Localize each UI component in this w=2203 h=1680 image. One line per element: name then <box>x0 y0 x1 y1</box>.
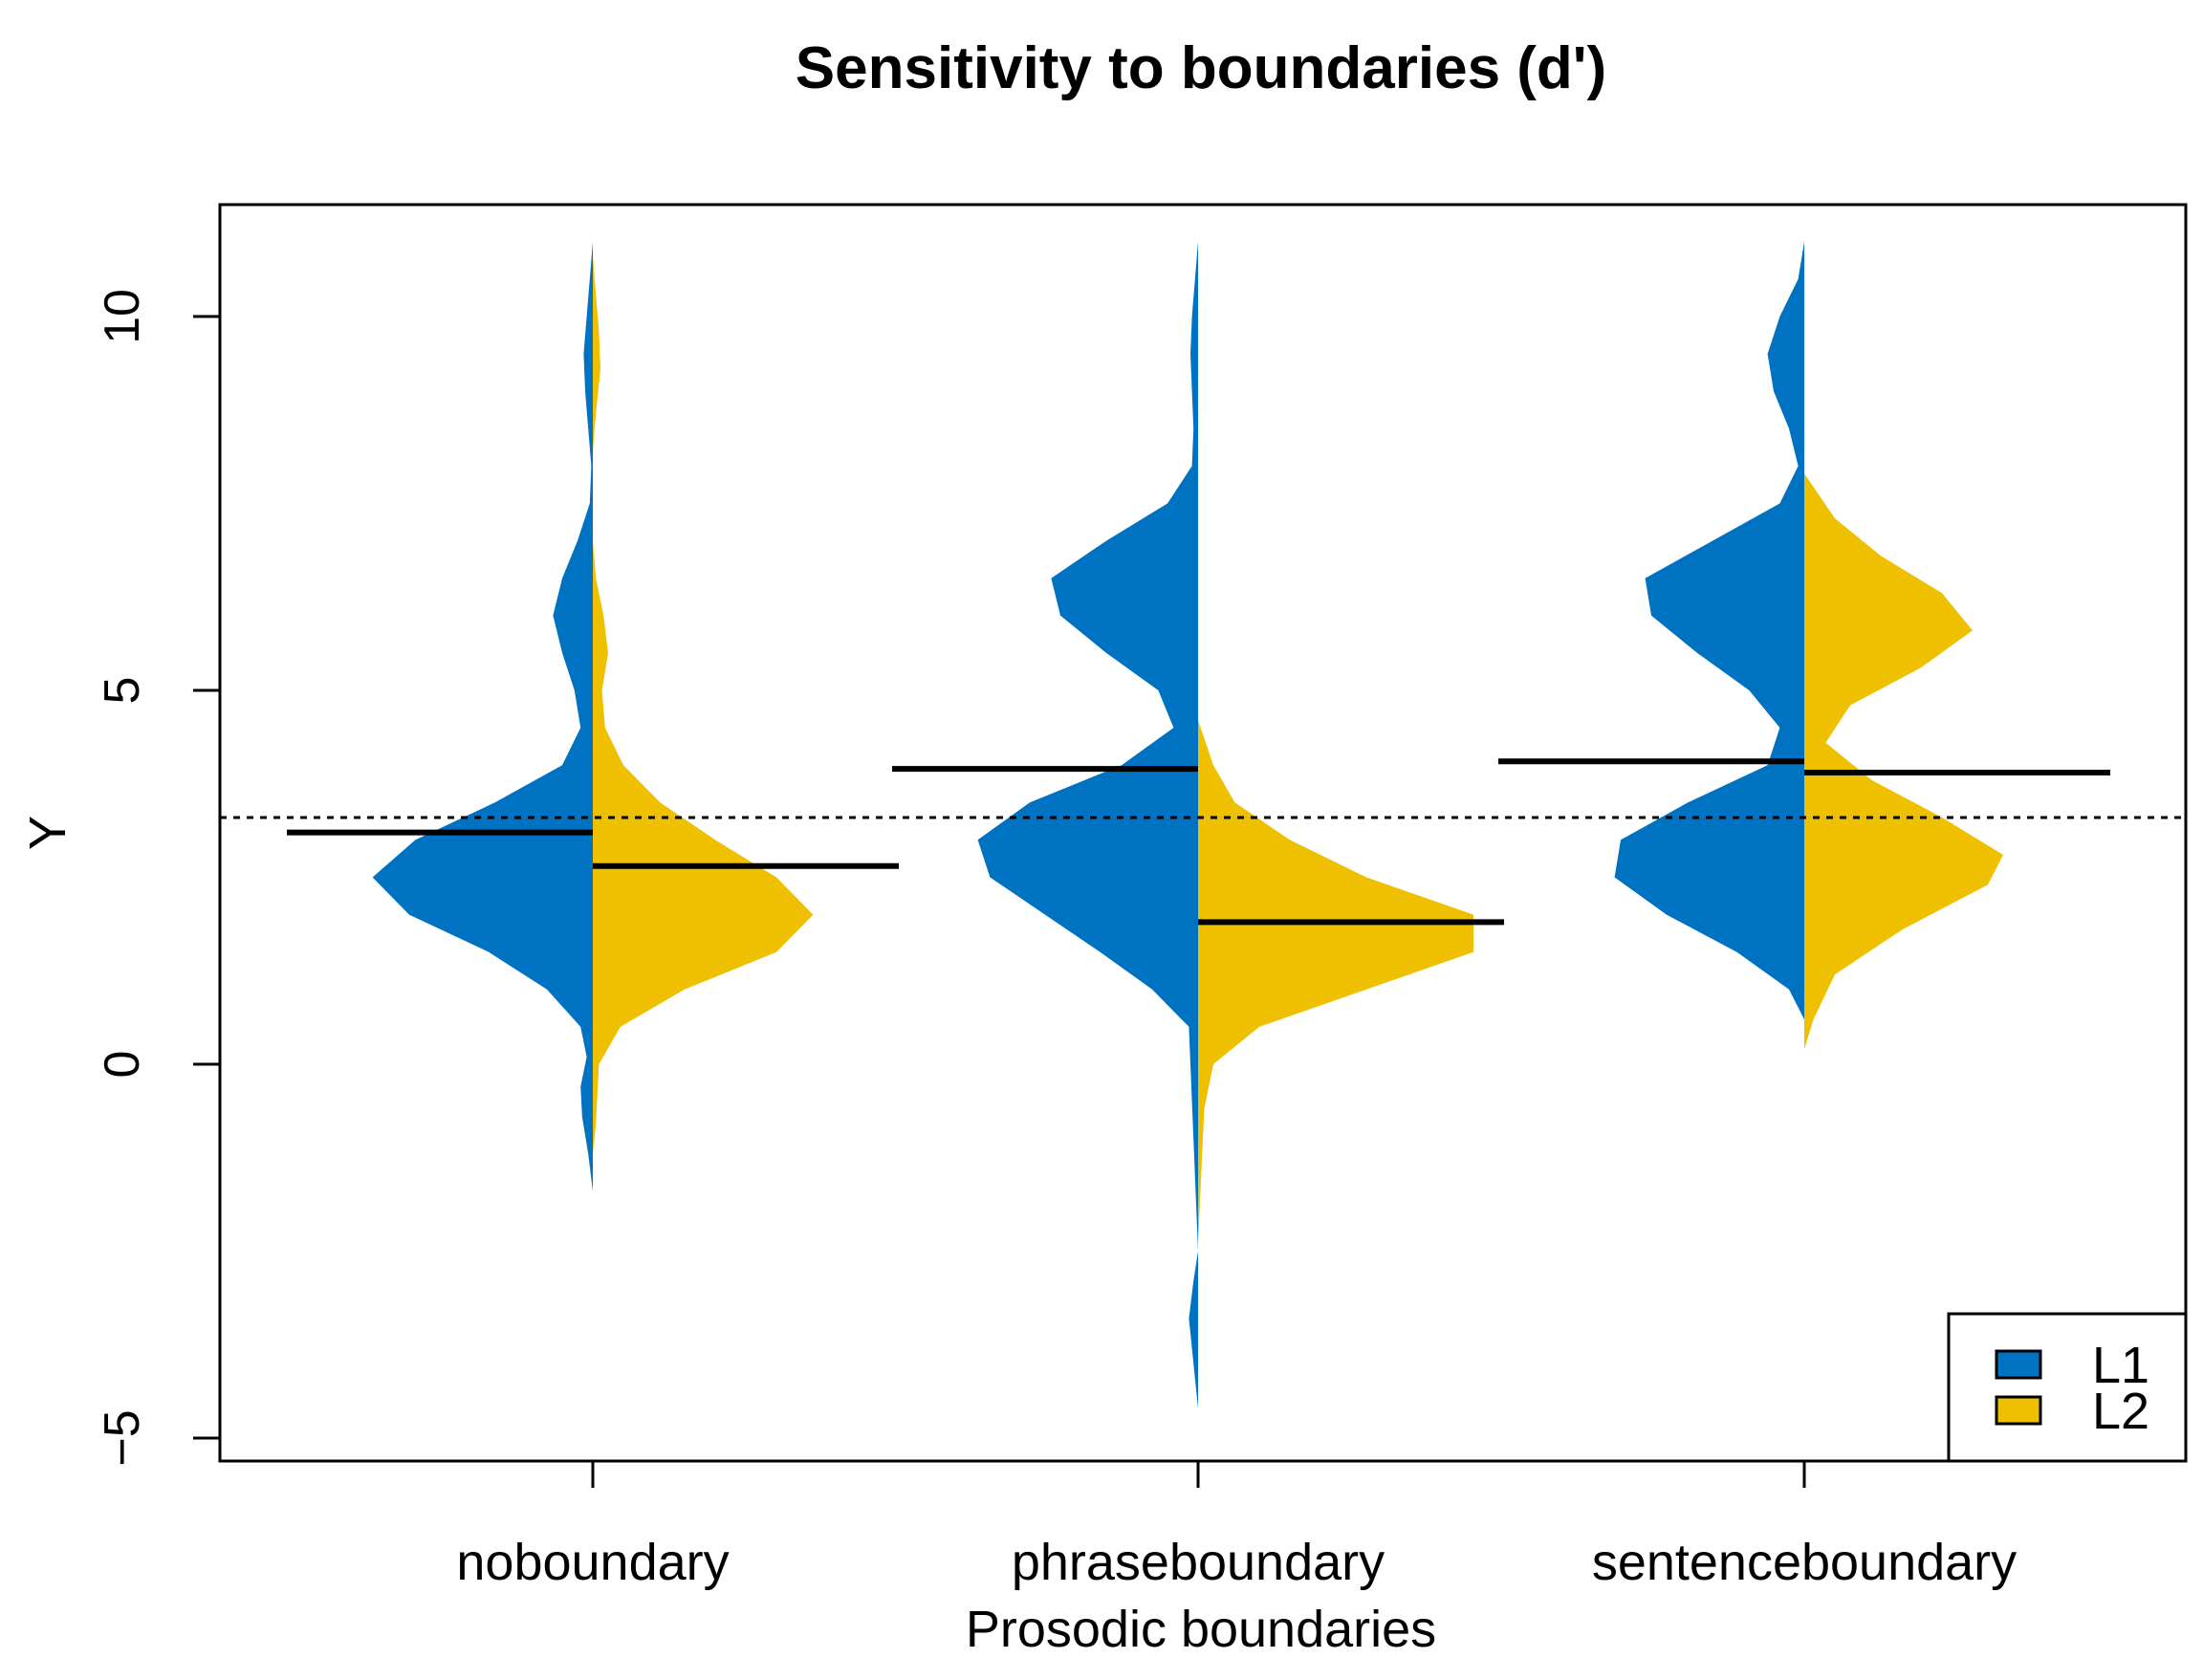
x-tick-label-sentenceboundary: sentenceboundary <box>1592 1534 2017 1591</box>
legend-label-l1: L1 <box>2092 1337 2149 1394</box>
legend-swatch-l2 <box>1995 1395 2042 1426</box>
x-tick-label-phraseboundary: phraseboundary <box>1012 1534 1385 1591</box>
y-axis: −5 0 5 10 <box>95 289 222 1467</box>
violin-l2-noboundary <box>593 256 814 1154</box>
chart-title: Sensitivity to boundaries (d') <box>796 35 1606 101</box>
y-tick-label: −5 <box>95 1409 150 1466</box>
violin-l2-sentenceboundary <box>1804 473 2003 1050</box>
violin-layer <box>372 241 2003 1408</box>
legend: L1 L2 <box>1947 1312 2188 1463</box>
legend-label-l2: L2 <box>2092 1383 2149 1440</box>
y-tick-label: 5 <box>95 677 150 705</box>
x-axis: noboundary phraseboundary sentenceboundary <box>456 1461 2017 1591</box>
x-tick-label-noboundary: noboundary <box>456 1534 729 1591</box>
y-tick-label: 10 <box>95 289 150 344</box>
violin-l1-sentenceboundary <box>1614 241 1804 1020</box>
legend-swatch-l1 <box>1995 1349 2042 1380</box>
legend-box <box>1947 1312 2188 1463</box>
mean-lines <box>287 758 2110 926</box>
violin-l2-phraseboundary <box>1198 720 1473 1244</box>
violin-l1-phraseboundary <box>977 241 1198 1408</box>
y-tick-label: 0 <box>95 1051 150 1079</box>
violin-l1-noboundary <box>372 241 593 1191</box>
x-axis-label: Prosodic boundaries <box>966 1601 1436 1658</box>
y-axis-label: Y <box>19 816 76 850</box>
